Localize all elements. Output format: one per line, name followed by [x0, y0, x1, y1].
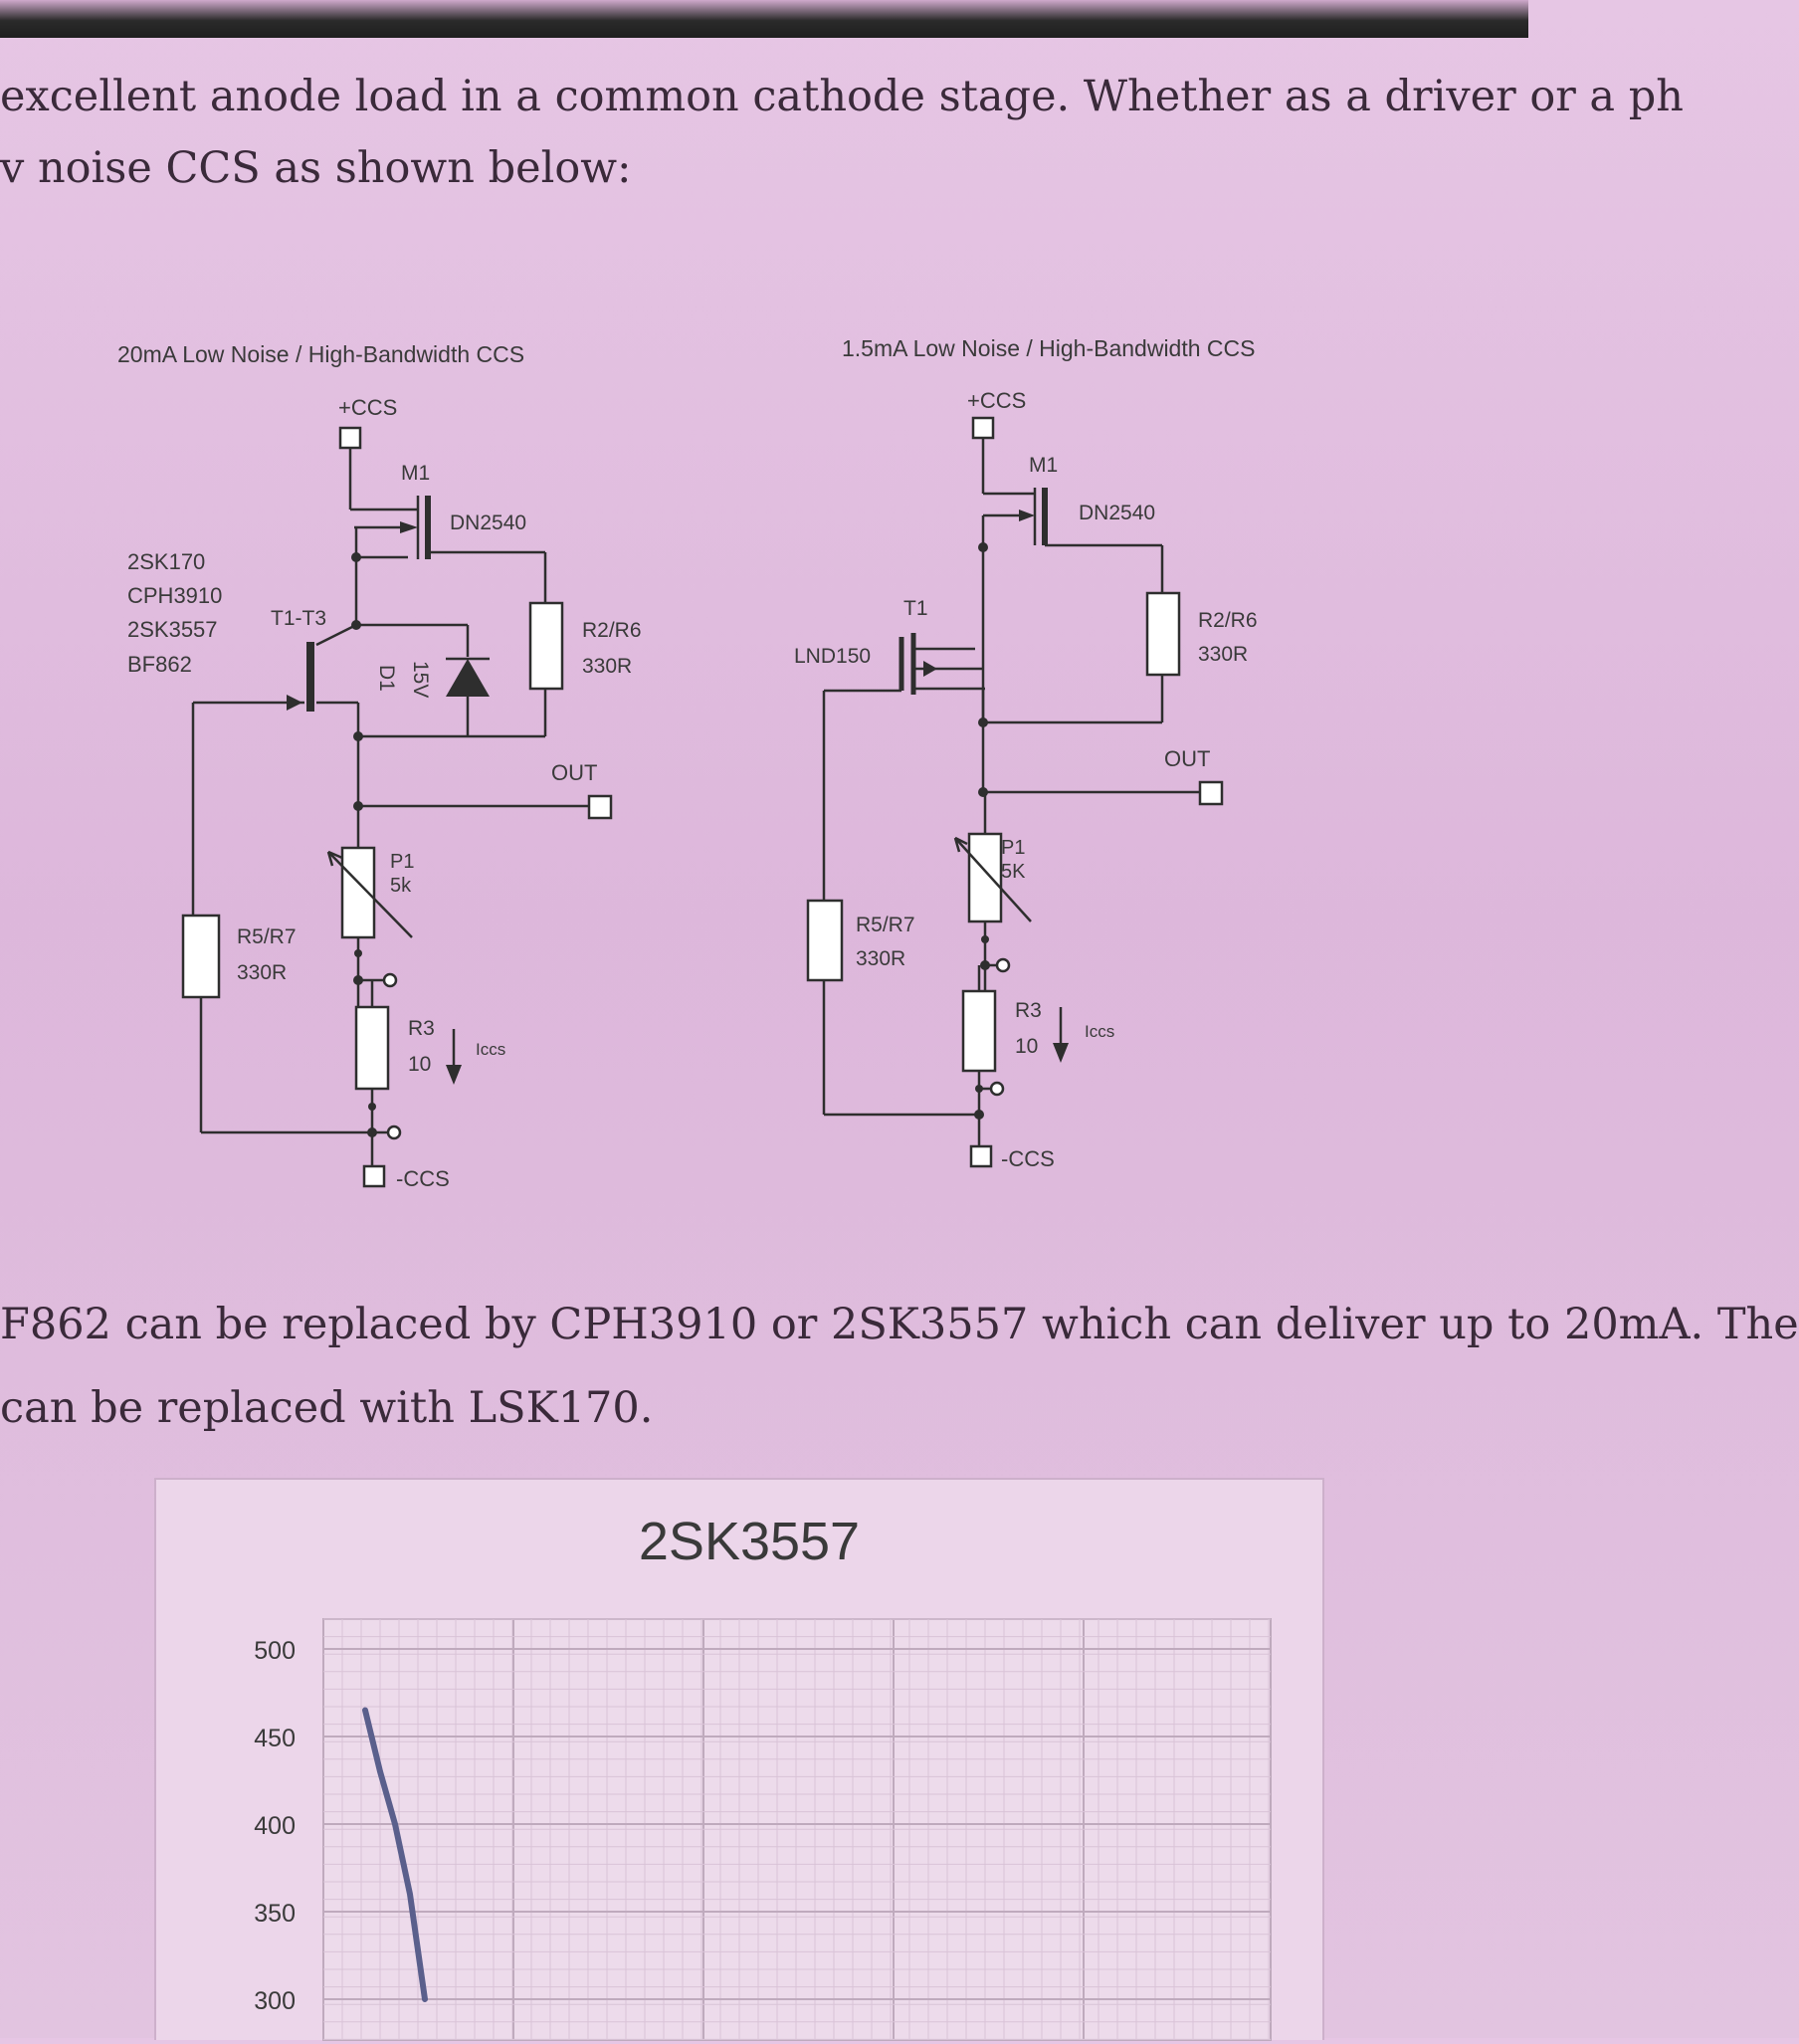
chart-y-tick-label: 300: [254, 1987, 296, 2015]
browser-top-bar: [0, 0, 1528, 38]
right-out-label: OUT: [1164, 746, 1210, 771]
right-r2-value: 330R: [1198, 643, 1248, 666]
left-title: 20mA Low Noise / High-Bandwidth CCS: [117, 341, 524, 367]
prose-line-1: excellent anode load in a common cathode…: [0, 72, 1684, 121]
right-dn2540-label: DN2540: [1079, 502, 1155, 524]
right-p1-value: 5K: [1001, 861, 1026, 883]
left-out-label: OUT: [551, 760, 597, 785]
right-plus-ccs-terminal: [971, 416, 995, 440]
right-iccs-label: Iccs: [1085, 1022, 1114, 1041]
left-m1-label: M1: [401, 462, 430, 485]
left-r2-name: R2/R6: [582, 619, 642, 642]
left-zener-diode: [356, 623, 490, 736]
left-r5-resistor: [181, 914, 358, 1134]
right-m1-mosfet: [978, 438, 1162, 726]
right-r5-resistor: [806, 899, 979, 1117]
left-r3-value: 10: [408, 1053, 431, 1076]
right-iccs-arrow: [1053, 1007, 1069, 1063]
left-jfet-cph3910: CPH3910: [127, 583, 222, 608]
right-out-terminal: [1198, 780, 1224, 806]
left-plus-ccs-terminal: [338, 426, 362, 450]
right-r3-name: R3: [1015, 999, 1042, 1022]
chart-y-tick-label: 450: [254, 1725, 296, 1752]
left-r5-value: 330R: [237, 961, 287, 984]
left-p1-name: P1: [390, 851, 414, 873]
left-r2-resistor: [353, 552, 564, 741]
left-dn2540-label: DN2540: [450, 511, 526, 534]
chart-svg: 2SK3557 500 450 400 350 300: [254, 1512, 1272, 2041]
left-iccs-arrow: [446, 1029, 462, 1085]
left-r5-name: R5/R7: [237, 925, 297, 948]
left-r2-value: 330R: [582, 655, 632, 678]
right-title: 1.5mA Low Noise / High-Bandwidth CCS: [842, 335, 1255, 361]
chart-grid: [322, 1618, 1272, 2041]
chart-y-ticks: 500 450 400 350 300: [254, 1637, 296, 2015]
left-jfet-bf862: BF862: [127, 652, 192, 677]
right-t1-label: T1: [903, 597, 928, 620]
right-r5-value: 330R: [856, 947, 905, 970]
left-t-label: T1-T3: [271, 607, 326, 630]
right-r2-resistor: [978, 545, 1181, 727]
left-zener-name: D1: [375, 665, 398, 692]
prose-line-3: F862 can be replaced by CPH3910 or 2SK35…: [0, 1300, 1799, 1349]
left-minus-ccs-label: -CCS: [396, 1166, 450, 1191]
right-r5-name: R5/R7: [856, 914, 915, 936]
right-r3-resistor: [961, 965, 1005, 1146]
left-iccs-label: Iccs: [476, 1040, 505, 1059]
left-jfet-2sk170: 2SK170: [127, 549, 205, 574]
right-minus-ccs-label: -CCS: [1001, 1146, 1055, 1171]
left-out-terminal: [587, 794, 613, 820]
right-t1-mosfet: [822, 633, 985, 901]
right-r3-value: 10: [1015, 1035, 1038, 1058]
schematic-figure: 20mA Low Noise / High-Bandwidth CCS +CCS…: [0, 299, 1528, 1234]
prose-line-2: v noise CCS as shown below:: [0, 143, 632, 193]
left-minus-ccs-terminal: [362, 1164, 386, 1188]
right-p1-potentiometer: [953, 792, 1032, 991]
right-lnd150-label: LND150: [794, 645, 871, 668]
left-r3-resistor: [354, 980, 402, 1166]
left-p1-potentiometer: [326, 806, 413, 1045]
left-jfet-2sk3557: 2SK3557: [127, 617, 218, 642]
chart-series: [362, 1707, 428, 2002]
chart-card: 2SK3557 500 450 400 350 300: [154, 1478, 1324, 2041]
chart-y-tick-label: 350: [254, 1900, 296, 1928]
left-zener-value: 15V: [409, 661, 432, 698]
left-r3-name: R3: [408, 1017, 435, 1040]
chart-y-tick-label: 500: [254, 1637, 296, 1665]
chart-title: 2SK3557: [639, 1512, 860, 1571]
right-minus-ccs-terminal: [969, 1144, 993, 1168]
right-r2-name: R2/R6: [1198, 609, 1258, 632]
chart-y-tick-label: 400: [254, 1812, 296, 1840]
right-p1-name: P1: [1001, 837, 1025, 859]
left-plus-ccs-label: +CCS: [338, 395, 397, 420]
left-m1-mosfet: [348, 448, 545, 559]
right-m1-label: M1: [1029, 454, 1058, 477]
prose-line-4: can be replaced with LSK170.: [0, 1383, 654, 1433]
chart-series-line: [362, 1707, 428, 2002]
left-jfet: [191, 552, 361, 916]
left-p1-value: 5k: [390, 875, 412, 897]
right-plus-ccs-label: +CCS: [967, 388, 1026, 413]
